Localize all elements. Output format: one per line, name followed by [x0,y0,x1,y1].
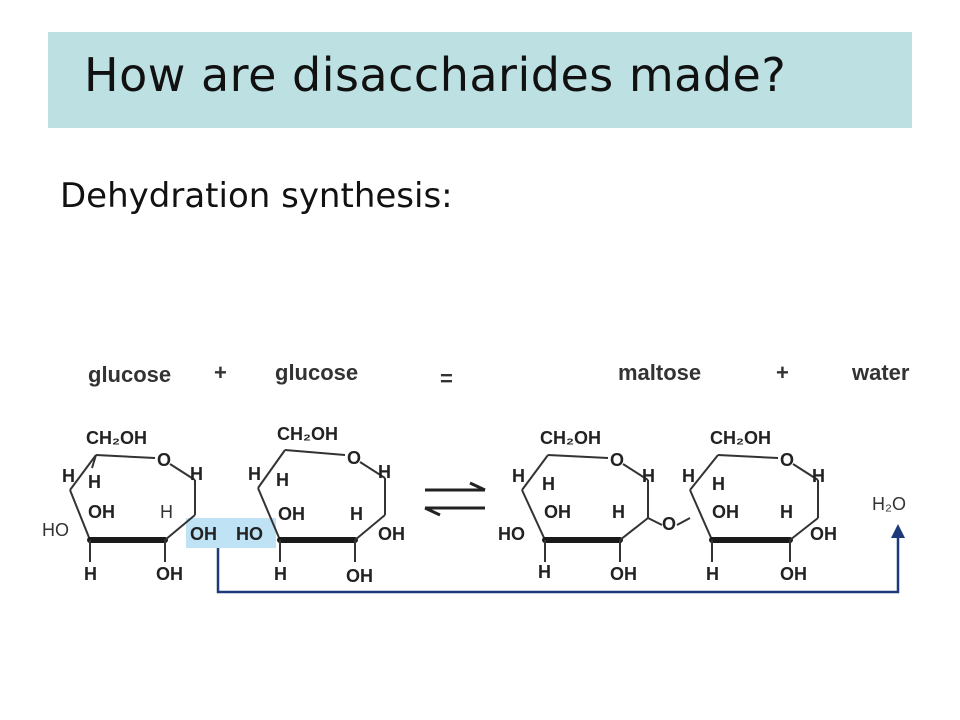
h-atom: H [712,474,725,494]
oh-group: OH [544,502,571,522]
oh-group: OH [156,564,183,584]
h-atom: H [160,502,173,522]
h-atom: H [274,564,287,584]
oh-group: OH [712,502,739,522]
slide-title: How are disaccharides made? [84,48,787,102]
ho-group: HO [42,520,69,540]
h-atom: H [706,564,719,584]
oh-group: OH [346,566,373,586]
title-bar: How are disaccharides made? [48,32,912,128]
oh-group: OH [780,564,807,584]
h-atom: H [62,466,75,486]
equilibrium-arrow-icon [424,481,486,517]
h-atom: H [84,564,97,584]
ring-oxygen: O [157,450,171,470]
h-atom: H [248,464,261,484]
h-atom: H [378,462,391,482]
h-atom: H [512,466,525,486]
removed-water-highlight [186,518,276,548]
h-atom: H [780,502,793,522]
h-atom: H [538,562,551,582]
dehydration-synthesis-diagram: glucose + glucose = maltose + water CH₂O… [42,360,910,594]
h-atom: H [276,470,289,490]
plus-sign-2: + [776,360,789,385]
ring-oxygen: O [347,448,361,468]
ch2oh-group: CH₂OH [710,428,771,448]
equals-sign: = [440,366,453,391]
label-glucose-1: glucose [88,362,171,387]
glucose-molecule-1: CH₂OH O H H H OH H HO OH H OH [42,428,217,584]
ring-oxygen: O [780,450,794,470]
ch2oh-group: CH₂OH [540,428,601,448]
maltose-ring-1: CH₂OH O H H H HO OH H H OH [498,428,655,584]
maltose-ring-2: CH₂OH O H H H OH H OH H OH [682,428,837,584]
h-atom: H [612,502,625,522]
arrow-head-icon [891,524,905,538]
label-glucose-2: glucose [275,360,358,385]
plus-sign-1: + [214,360,227,385]
h-atom: H [88,472,101,492]
oh-removed: OH [190,524,217,544]
oh-group: OH [810,524,837,544]
h-atom: H [682,466,695,486]
oh-group: OH [378,524,405,544]
ho-group: HO [498,524,525,544]
label-maltose: maltose [618,360,701,385]
ch2oh-group: CH₂OH [277,424,338,444]
slide-subtitle: Dehydration synthesis: [60,176,453,216]
h-atom: H [542,474,555,494]
water-removal-arrow [216,535,900,594]
glucose-molecule-2: CH₂OH O H H H HO OH H OH H OH [236,424,405,586]
h-atom: H [642,466,655,486]
oh-group: OH [278,504,305,524]
label-water: water [851,360,910,385]
glycosidic-bond-oxygen: O [662,514,676,534]
ho-removed: HO [236,524,263,544]
h-atom: H [350,504,363,524]
ch2oh-group: CH₂OH [86,428,147,448]
h-atom: H [812,466,825,486]
ring-oxygen: O [610,450,624,470]
water-product: H₂O [872,494,906,514]
oh-group: OH [88,502,115,522]
oh-group: OH [610,564,637,584]
h-atom: H [190,464,203,484]
